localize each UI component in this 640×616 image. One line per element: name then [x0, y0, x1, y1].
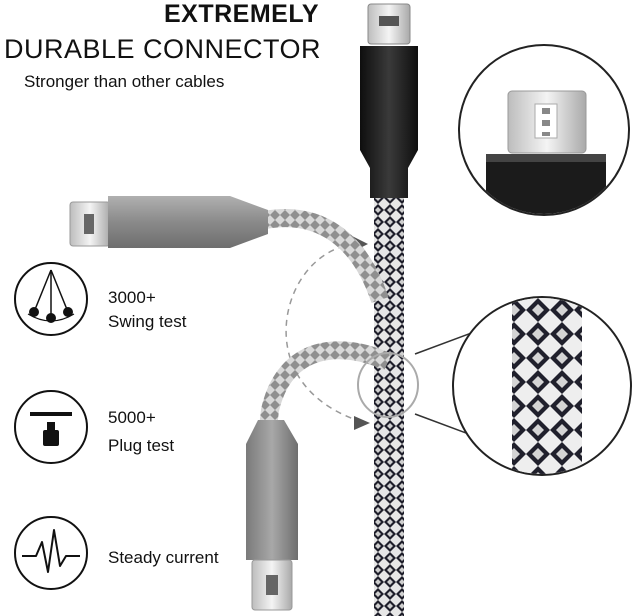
headline-line1: EXTREMELY — [164, 0, 320, 28]
swing-arc-outer — [285, 243, 363, 423]
upper-gray-cable — [263, 209, 389, 303]
steady-current-label: Steady current — [108, 548, 219, 567]
headline-line2: DURABLE CONNECTOR — [4, 34, 322, 64]
tagline: Stronger than other cables — [24, 72, 225, 91]
vertical-cable-braid — [374, 196, 404, 616]
black-connector-housing — [360, 46, 418, 198]
swing-test-count: 3000+ — [108, 288, 156, 307]
lower-gray-cable — [259, 341, 392, 429]
swing-pendulum-icon — [27, 269, 75, 323]
pulse-wave-icon — [22, 529, 80, 573]
plug-test-count: 5000+ — [108, 408, 156, 427]
swing-test-label: Swing test — [108, 312, 187, 331]
plug-test-label: Plug test — [108, 436, 175, 455]
lower-gray-connector — [246, 420, 298, 560]
braid-zoom-circle — [452, 296, 632, 476]
plug-test-badge — [14, 390, 88, 464]
connector-zoom-circle — [458, 44, 630, 216]
plug-icon — [30, 412, 72, 446]
magnifier-ring — [357, 352, 419, 418]
current-badge — [14, 516, 88, 590]
swing-test-badge — [14, 262, 88, 336]
arc-arrow-bottom — [354, 416, 370, 430]
upper-gray-connector — [108, 196, 268, 248]
